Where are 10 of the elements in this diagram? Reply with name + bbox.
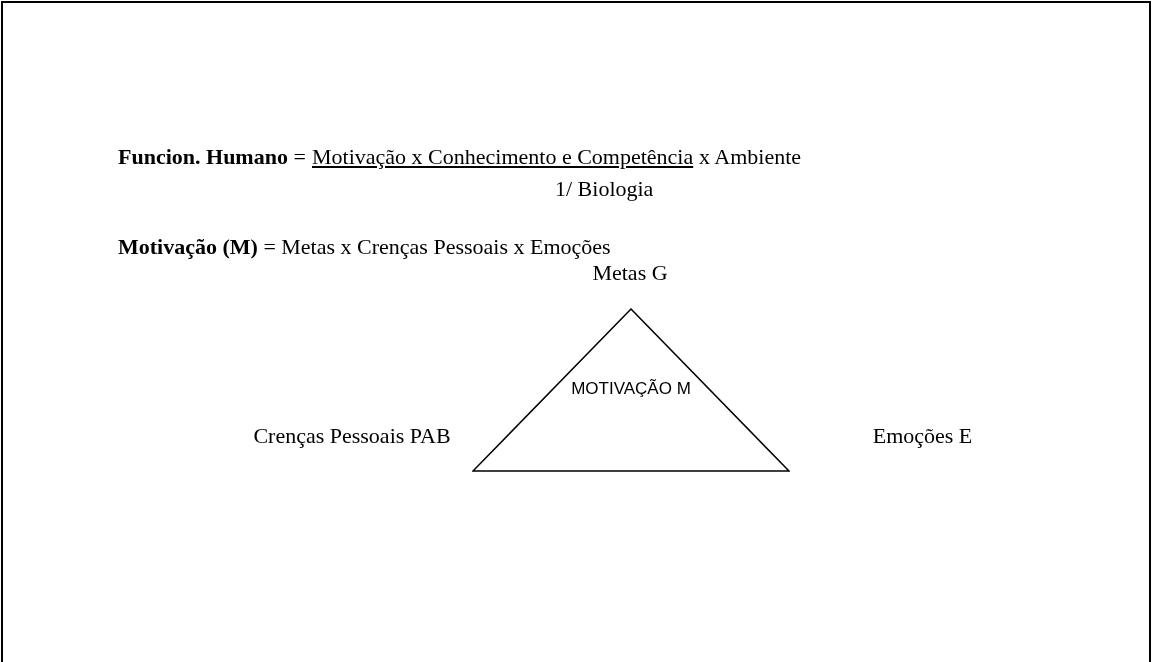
corner-label: Metas G: [591, 259, 669, 287]
formula-term: x Ambiente: [699, 144, 802, 170]
formula-term: Funcion. Humano =: [118, 144, 306, 170]
triangle-shape: [472, 308, 790, 472]
corner-label: Emoções E: [871, 422, 974, 450]
formula-numerator: Motivação x Conhecimento e Competência: [312, 144, 694, 170]
formula-denominator: 1/ Biologia: [555, 176, 654, 202]
node-text: MOTIVAÇÃO M: [570, 377, 692, 400]
corner-label: Crenças Pessoais PAB: [252, 422, 452, 450]
formula-text: Motivação (M) = Metas x Crenças Pessoais x Emoções: [118, 234, 611, 260]
